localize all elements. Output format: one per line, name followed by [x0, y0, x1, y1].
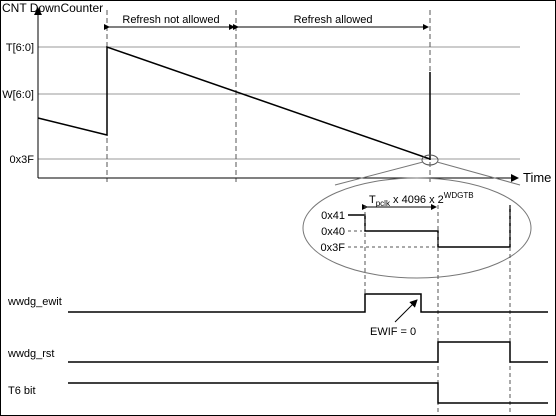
t6-waveform [68, 382, 548, 404]
w-level-label: W[6:0] [2, 89, 34, 101]
zoom-connector-left [334, 161, 424, 186]
region-markers [106, 10, 431, 182]
zoom-ellipse [302, 177, 532, 279]
period-main: T [369, 194, 376, 206]
ewit-waveform [68, 293, 548, 313]
ewif-annotation: EWIF = 0 [370, 326, 416, 338]
period-mid: x 4096 x 2 [390, 194, 444, 206]
rst-label: wwdg_rst [7, 348, 54, 360]
x-axis-title: Time [523, 170, 551, 185]
zoom-waveform [348, 205, 511, 248]
zoom-0x40-label: 0x40 [321, 226, 345, 238]
zoom-small-ellipse [421, 154, 439, 166]
period-exponent: WDGTB [444, 191, 474, 200]
zoom-level-ticks [348, 230, 438, 248]
not-allowed-label: Refresh not allowed [122, 14, 219, 26]
ewif-arrow [394, 299, 418, 323]
rst-waveform [68, 341, 548, 363]
ewit-label: wwdg_ewit [7, 296, 62, 308]
zoom-connector-right [436, 161, 521, 186]
t-level-label: T[6:0] [6, 42, 34, 54]
counter-waveform [37, 45, 431, 160]
period-formula: Tpclk x 4096 x 2WDGTB [369, 191, 474, 208]
allowed-label: Refresh allowed [294, 14, 373, 26]
t6-label: T6 bit [8, 385, 36, 397]
signal-guides [364, 205, 511, 412]
zoom-0x3f-label: 0x3F [321, 242, 346, 254]
y-axis-title: CNT DownCounter [2, 1, 103, 15]
period-subscript: pclk [376, 199, 391, 208]
min-level-label: 0x3F [10, 154, 35, 166]
level-guides [38, 46, 520, 160]
zoom-0x41-label: 0x41 [321, 210, 345, 222]
